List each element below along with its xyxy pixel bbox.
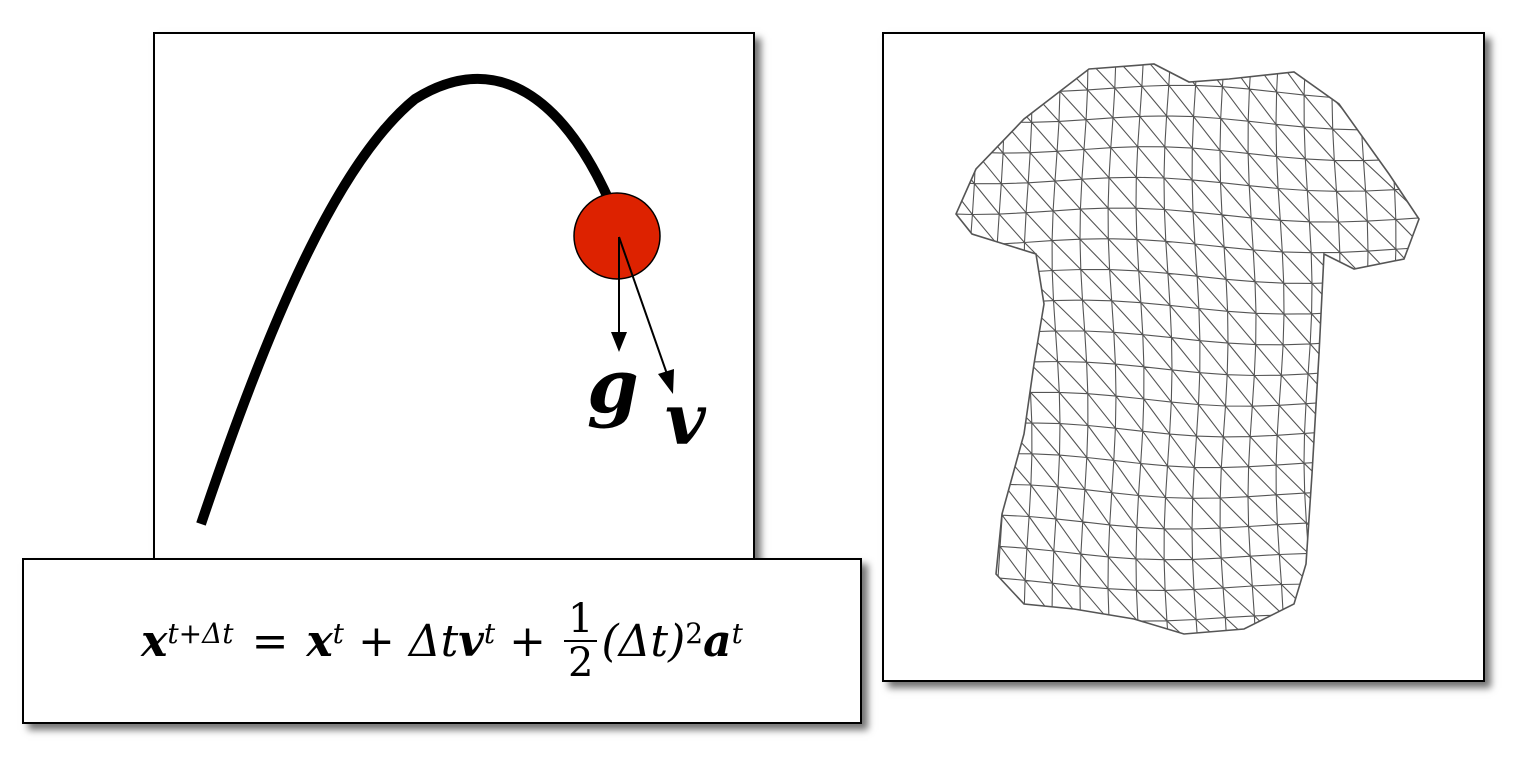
eq-a-sup: t xyxy=(731,616,743,650)
trajectory-curve xyxy=(196,73,620,526)
projectile-diagram: g v xyxy=(196,73,707,526)
eq-v: v xyxy=(458,615,484,667)
eq-dt-sq: (Δt) xyxy=(601,615,686,667)
velocity-arrowhead xyxy=(658,369,674,394)
gravity-label: g xyxy=(587,344,639,430)
eq-dt: Δt xyxy=(408,615,459,667)
velocity-label: v xyxy=(665,378,707,461)
tshirt-mesh-icon xyxy=(955,63,1420,635)
eq-frac-num: 1 xyxy=(564,598,598,642)
eq-frac-den: 2 xyxy=(568,640,594,686)
gravity-arrowhead xyxy=(611,332,627,352)
mesh-lines xyxy=(956,64,1419,634)
eq-lhs-sup: t+Δt xyxy=(167,616,234,650)
ball xyxy=(573,192,661,280)
eq-fraction: 1 2 xyxy=(564,598,598,686)
eq-plus-1: + xyxy=(357,615,395,667)
velocity-arrow xyxy=(618,236,668,375)
projectile-diagram-panel: g v xyxy=(153,32,755,592)
eq-lhs-x: x xyxy=(141,615,168,667)
eq-a: a xyxy=(703,615,732,667)
cloth-simulation-panel xyxy=(882,32,1485,682)
shirt-outline xyxy=(955,63,1420,635)
eq-x: x xyxy=(306,615,333,667)
eq-sq-sup: 2 xyxy=(685,616,704,650)
eq-v-sup: t xyxy=(483,616,496,650)
eq-plus-2: + xyxy=(509,615,546,667)
cloth-mesh xyxy=(956,64,1419,634)
eq-equals: = xyxy=(251,615,289,667)
eq-x-sup: t xyxy=(332,616,344,650)
